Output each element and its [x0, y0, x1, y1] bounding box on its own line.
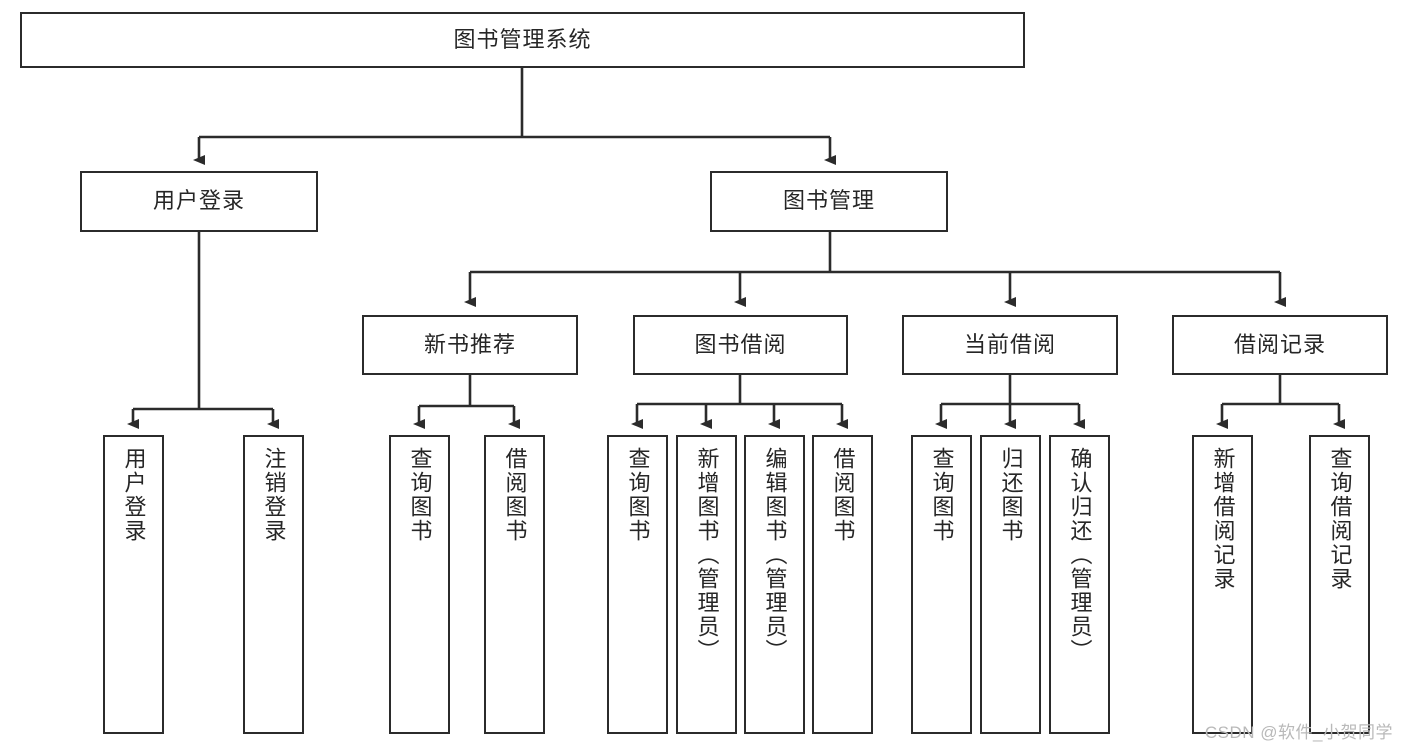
- leaf-return-book[interactable]: 归还图书: [980, 435, 1041, 734]
- node-label: 用户登录: [121, 447, 147, 543]
- node-new-book-recommend[interactable]: 新书推荐: [362, 315, 578, 375]
- node-label: 借阅记录: [1233, 331, 1326, 357]
- node-user-login[interactable]: 用户登录: [80, 171, 318, 232]
- leaf-edit-book-admin[interactable]: 编辑图书（管理员）: [744, 435, 805, 734]
- leaf-query-book-current[interactable]: 查询图书: [911, 435, 972, 734]
- leaf-add-borrow-record[interactable]: 新增借阅记录: [1192, 435, 1253, 734]
- node-label: 归还图书: [998, 447, 1024, 543]
- node-label: 新增借阅记录: [1210, 447, 1236, 591]
- leaf-logout[interactable]: 注销登录: [243, 435, 304, 734]
- leaf-borrow-book-recommend[interactable]: 借阅图书: [484, 435, 545, 734]
- node-current-borrow[interactable]: 当前借阅: [902, 315, 1118, 375]
- node-label: 查询借阅记录: [1327, 447, 1353, 591]
- leaf-user-login[interactable]: 用户登录: [103, 435, 164, 734]
- leaf-confirm-return-admin[interactable]: 确认归还（管理员）: [1049, 435, 1110, 734]
- node-label: 新书推荐: [423, 331, 516, 357]
- node-label: 查询图书: [407, 447, 433, 543]
- node-label: 确认归还（管理员）: [1067, 447, 1093, 663]
- node-label: 借阅图书: [502, 447, 528, 543]
- node-borrow-record[interactable]: 借阅记录: [1172, 315, 1388, 375]
- node-label: 图书管理系统: [453, 26, 592, 52]
- node-label: 查询图书: [625, 447, 651, 543]
- node-label: 图书借阅: [694, 331, 787, 357]
- leaf-borrow-book[interactable]: 借阅图书: [812, 435, 873, 734]
- node-label: 用户登录: [152, 188, 245, 214]
- node-book-borrow[interactable]: 图书借阅: [633, 315, 848, 375]
- node-label: 注销登录: [261, 447, 287, 543]
- node-book-management[interactable]: 图书管理: [710, 171, 948, 232]
- node-label: 图书管理: [782, 188, 875, 214]
- leaf-query-borrow-record[interactable]: 查询借阅记录: [1309, 435, 1370, 734]
- leaf-add-book-admin[interactable]: 新增图书（管理员）: [676, 435, 737, 734]
- node-label: 编辑图书（管理员）: [762, 447, 788, 663]
- leaf-query-book-borrow[interactable]: 查询图书: [607, 435, 668, 734]
- node-label: 借阅图书: [830, 447, 856, 543]
- node-label: 新增图书（管理员）: [694, 447, 720, 663]
- node-root-book-management-system[interactable]: 图书管理系统: [20, 12, 1025, 68]
- node-label: 查询图书: [929, 447, 955, 543]
- node-label: 当前借阅: [963, 331, 1056, 357]
- leaf-query-book-recommend[interactable]: 查询图书: [389, 435, 450, 734]
